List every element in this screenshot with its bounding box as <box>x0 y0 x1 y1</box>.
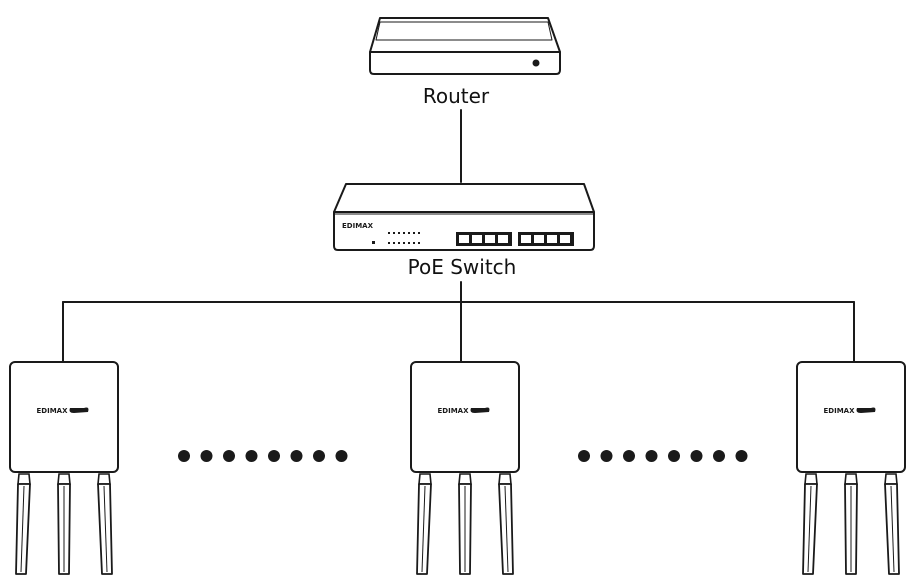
brand-swoosh-icon <box>69 407 89 413</box>
antenna-icon <box>97 473 113 575</box>
ellipsis-dots-left <box>178 450 348 462</box>
switch-ethernet-ports <box>456 232 574 246</box>
ellipsis-dot <box>578 450 590 462</box>
poe-switch-icon <box>333 183 595 251</box>
ellipsis-dots-right <box>578 450 748 462</box>
antenna-icon <box>498 473 514 575</box>
antenna-icon <box>458 473 472 575</box>
poe-switch-label: PoE Switch <box>407 255 517 279</box>
access-point-brand-logo: EDIMAX <box>824 407 856 415</box>
antenna-icon <box>416 473 432 575</box>
access-point-brand-logo: EDIMAX <box>438 407 470 415</box>
access-point-body <box>410 361 520 473</box>
brand-swoosh-icon <box>470 407 490 413</box>
antenna-icon <box>802 473 818 575</box>
antenna-icon <box>844 473 858 575</box>
ellipsis-dot <box>690 450 703 462</box>
ellipsis-dot <box>313 450 325 462</box>
antenna-group <box>416 473 514 575</box>
ellipsis-dot <box>713 450 725 462</box>
ellipsis-dot <box>268 450 280 462</box>
antenna-icon <box>57 473 71 575</box>
ellipsis-dot <box>623 450 635 462</box>
connection-lines <box>62 109 855 363</box>
router-icon <box>369 17 561 75</box>
ellipsis-dot <box>245 450 258 462</box>
ellipsis-dot <box>200 450 213 462</box>
ellipsis-dot <box>290 450 303 462</box>
antenna-group <box>802 473 900 575</box>
ellipsis-dot <box>178 450 190 462</box>
ellipsis-dot <box>223 450 235 462</box>
access-point-left: EDIMAX <box>9 361 119 575</box>
brand-swoosh-icon <box>856 407 876 413</box>
ellipsis-dot <box>600 450 613 462</box>
ellipsis-dot <box>735 450 748 462</box>
access-point-right: EDIMAX <box>796 361 906 575</box>
access-point-body <box>796 361 906 473</box>
access-point-body <box>9 361 119 473</box>
ellipsis-dot <box>645 450 658 462</box>
ellipsis-dot <box>335 450 348 462</box>
access-point-brand-logo: EDIMAX <box>37 407 69 415</box>
antenna-icon <box>15 473 31 575</box>
ellipsis-dot <box>668 450 680 462</box>
switch-led-indicators <box>372 232 420 244</box>
antenna-group <box>15 473 113 575</box>
access-point-center: EDIMAX <box>410 361 520 575</box>
switch-brand-logo: EDIMAX <box>342 222 374 230</box>
antenna-icon <box>884 473 900 575</box>
router-label: Router <box>422 84 490 108</box>
